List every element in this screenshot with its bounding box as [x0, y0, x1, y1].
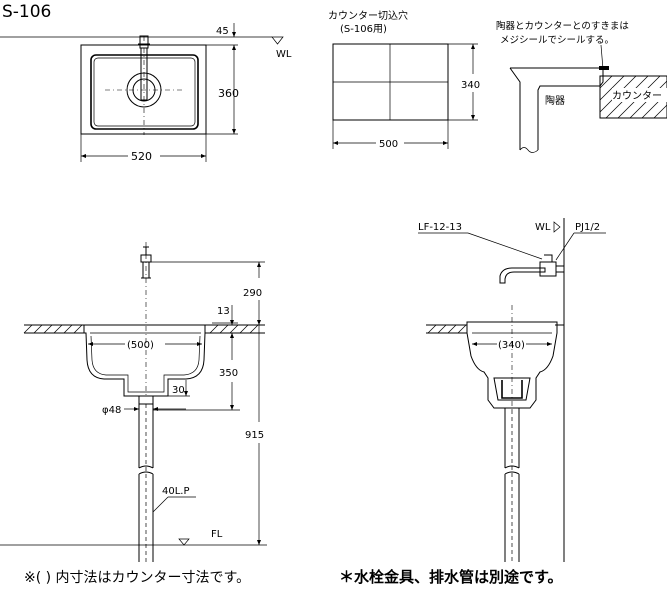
- cutout-width: 500: [379, 139, 398, 150]
- dim-290: 290: [243, 288, 262, 299]
- basin-side: [466, 321, 558, 409]
- dim-13: 13: [217, 306, 230, 317]
- cutout-view: カウンター切込穴 (S-106用) 340 500: [328, 9, 480, 150]
- counter-label: カウンター: [612, 90, 662, 102]
- plan-view: WL 45 360 520: [0, 23, 292, 163]
- dim-360: 360: [218, 87, 239, 100]
- ceramic-section: [509, 67, 604, 150]
- basin-inner: [93, 57, 196, 127]
- footer-note-right: ＊水栓金具、排水管は別途です。: [339, 568, 563, 586]
- dim-340-counter: (340): [498, 340, 525, 351]
- drain-inner-icon: [132, 78, 156, 102]
- cutout-title-1: カウンター切込穴: [328, 9, 408, 22]
- side-section: (340) LF-12-13 WL PJ1/2: [418, 218, 606, 562]
- cutout-title-2: (S-106用): [340, 24, 387, 35]
- dim-520: 520: [131, 150, 152, 163]
- model-title: S-106: [2, 2, 51, 22]
- basin-outer: [80, 44, 207, 135]
- wl-label-plan: WL: [276, 49, 292, 60]
- drain-outer-icon: [126, 72, 162, 108]
- basin-bowl: [90, 54, 199, 130]
- faucet-model-label: LF-12-13: [418, 222, 462, 233]
- dim-45: 45: [216, 26, 229, 37]
- seal-note-1: 陶器とカウンターとのすきまは: [496, 20, 629, 32]
- dim-915: 915: [245, 430, 264, 441]
- pj-label: PJ1/2: [575, 222, 600, 233]
- dim-30: 30: [172, 385, 185, 396]
- fl-marker-icon: [178, 538, 190, 546]
- fl-label: FL: [211, 529, 223, 540]
- sealant-bead: [599, 66, 609, 70]
- drain-pipe: [138, 404, 154, 562]
- seal-detail: 陶器とカウンターとのすきまは メジシールでシールする。 陶器 カウンター: [496, 20, 667, 153]
- ceramic-label: 陶器: [545, 94, 565, 107]
- wl-marker-icon: [271, 36, 284, 45]
- faucet-body-icon: [141, 262, 151, 279]
- front-section: (500) φ48 30 40L.P 290 13: [0, 242, 267, 562]
- basin-front: [83, 324, 206, 397]
- faucet-handle-icon: [140, 246, 152, 263]
- spout-side-icon: [499, 267, 546, 284]
- cutout-depth: 340: [461, 80, 480, 91]
- counter-section: [599, 75, 667, 119]
- seal-note-2: メジシールでシールする。: [500, 35, 614, 46]
- pipe-label: 40L.P: [162, 486, 190, 497]
- dim-500-counter: (500): [127, 340, 154, 351]
- dim-drain-dia: φ48: [102, 405, 121, 416]
- footer-note-left: ※( ) 内寸法はカウンター寸法です。: [24, 570, 250, 586]
- spout-top-icon: [138, 43, 150, 101]
- wl-side-marker-icon: [553, 221, 561, 233]
- drain-fitting: [138, 395, 154, 405]
- dim-350: 350: [219, 368, 238, 379]
- faucet-side-icon: [539, 254, 564, 277]
- wl-label-side: WL: [535, 222, 551, 233]
